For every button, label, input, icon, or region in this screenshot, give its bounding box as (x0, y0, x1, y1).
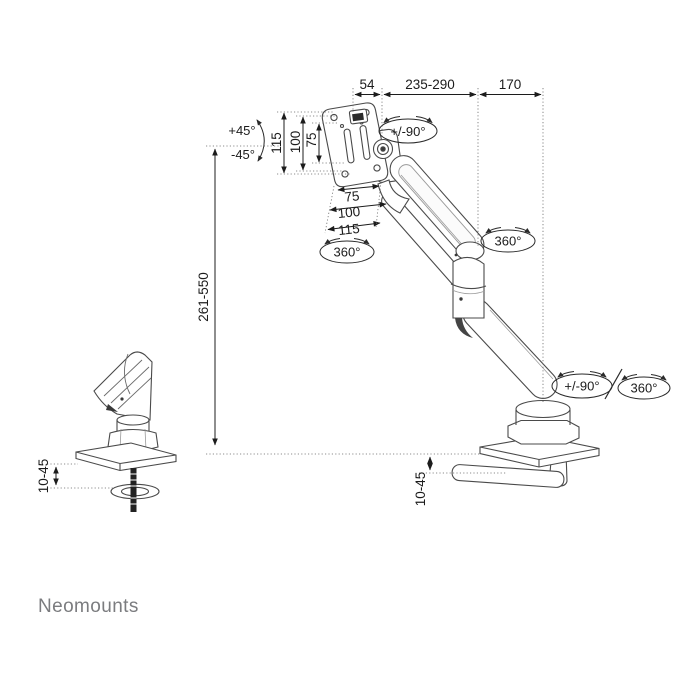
dim-arm-reach: 235-290 (405, 77, 455, 92)
rotation-arrow-icon (650, 374, 667, 381)
rotation-arrow-icon (589, 371, 607, 378)
vesa-vertical-dimensions (277, 111, 350, 175)
cable-slot (455, 318, 473, 338)
base-cap (515, 399, 571, 419)
dimension-lines (47, 88, 544, 489)
desk-clamp-base (451, 399, 600, 488)
main-arm-view (321, 102, 600, 488)
dim-vesa-v-outer: 115 (269, 132, 284, 154)
tilt-up-label: +45° (228, 123, 255, 138)
dim-clip-width: 54 (359, 77, 375, 92)
vesa-plate (321, 102, 389, 188)
rotation-oval (617, 376, 671, 400)
tilt-down-label: -45° (231, 147, 255, 162)
base-swivel-text: +/-90° (564, 379, 599, 394)
dim-grommet-thickness: 10-45 (36, 459, 51, 494)
grommet-thickness-dimension (47, 463, 113, 489)
clamp-lower-jaw (451, 464, 565, 488)
grommet-base-plate (75, 442, 177, 472)
pivot-swivel-text: +/-90° (390, 124, 425, 139)
rotation-oval (319, 240, 375, 264)
vesa-slot (359, 125, 371, 160)
dim-height-range: 261-550 (196, 272, 211, 322)
vesa-rotation-text: 360° (334, 245, 361, 260)
rotation-arrow-icon (383, 116, 401, 124)
rotation-oval (480, 229, 536, 253)
dim-vesa-h-inner: 75 (344, 188, 361, 204)
rotation-arrow-icon (557, 371, 575, 378)
rotation-arrow-icon (324, 238, 341, 245)
dim-vesa-v-inner: 75 (304, 132, 319, 147)
vesa-hole (330, 113, 338, 122)
threaded-rod (110, 468, 160, 512)
rotation-arrow-icon (621, 374, 638, 381)
height-dimension (206, 145, 480, 455)
brand-logo: Neomounts (38, 596, 139, 617)
dimension-labels: 54 235-290 170 115 100 75 75 100 115 261… (36, 77, 521, 506)
clamp-thickness-dimension (419, 456, 507, 474)
base-rotation-text: 360° (631, 381, 658, 396)
label-separator-slash (604, 368, 623, 400)
rotation-labels: +45° -45° +/-90° 360° 360° +/-90° (228, 116, 671, 400)
vesa-hole (373, 164, 381, 172)
rotation-arrow-icon (415, 116, 433, 124)
dim-base-offset: 170 (499, 77, 522, 92)
tilt-range-label: +45° -45° (228, 119, 265, 162)
rotation-column (450, 256, 487, 338)
vesa-horizontal-dimensions (324, 181, 387, 234)
tilt-arrow-icon (256, 119, 265, 162)
top-dimensions (352, 88, 544, 404)
arm-rotation-text: 360° (495, 234, 522, 249)
base-hub (507, 419, 580, 445)
rotation-arrow-icon (514, 227, 531, 234)
grommet-mount-detail-view (75, 351, 177, 512)
dim-vesa-v-mid: 100 (288, 131, 303, 154)
base-rotation-label: 360° (617, 374, 671, 400)
vesa-slot (343, 128, 355, 164)
rotation-oval (378, 118, 438, 144)
rotation-arrow-icon (353, 238, 370, 245)
dim-vesa-h-mid: 100 (337, 204, 361, 221)
dim-clamp-thickness: 10-45 (413, 472, 428, 507)
rotation-arrow-icon (485, 227, 502, 234)
vesa-rotation-label: 360° (319, 238, 375, 264)
base-swivel-label: +/-90° (551, 371, 613, 399)
arm-rotation-label: 360° (480, 227, 536, 253)
pivot-swivel-label: +/-90° (378, 116, 438, 144)
arm-stub (93, 351, 153, 421)
pivot-joint (372, 138, 394, 160)
dim-vesa-h-outer: 115 (337, 221, 360, 238)
